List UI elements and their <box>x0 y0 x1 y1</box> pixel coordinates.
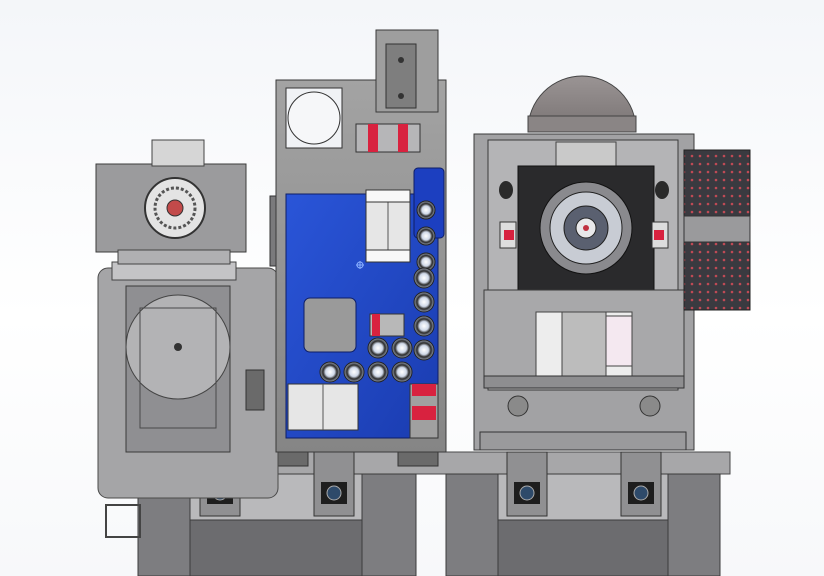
rail-clamp[interactable] <box>506 451 548 517</box>
rail-clamp[interactable] <box>313 451 355 517</box>
center-panel-unit[interactable] <box>275 29 447 453</box>
rail-clamp[interactable] <box>620 451 662 517</box>
perforated-panel[interactable] <box>683 149 751 217</box>
base-assembly[interactable] <box>105 445 731 576</box>
linear-guide[interactable] <box>365 189 411 263</box>
left-motor-unit[interactable] <box>95 139 285 499</box>
red-clamp[interactable] <box>355 123 421 153</box>
linear-guide[interactable] <box>287 383 359 431</box>
perforated-panel[interactable] <box>683 241 751 311</box>
right-spindle-unit[interactable] <box>473 75 751 451</box>
roller-column[interactable] <box>319 200 436 383</box>
